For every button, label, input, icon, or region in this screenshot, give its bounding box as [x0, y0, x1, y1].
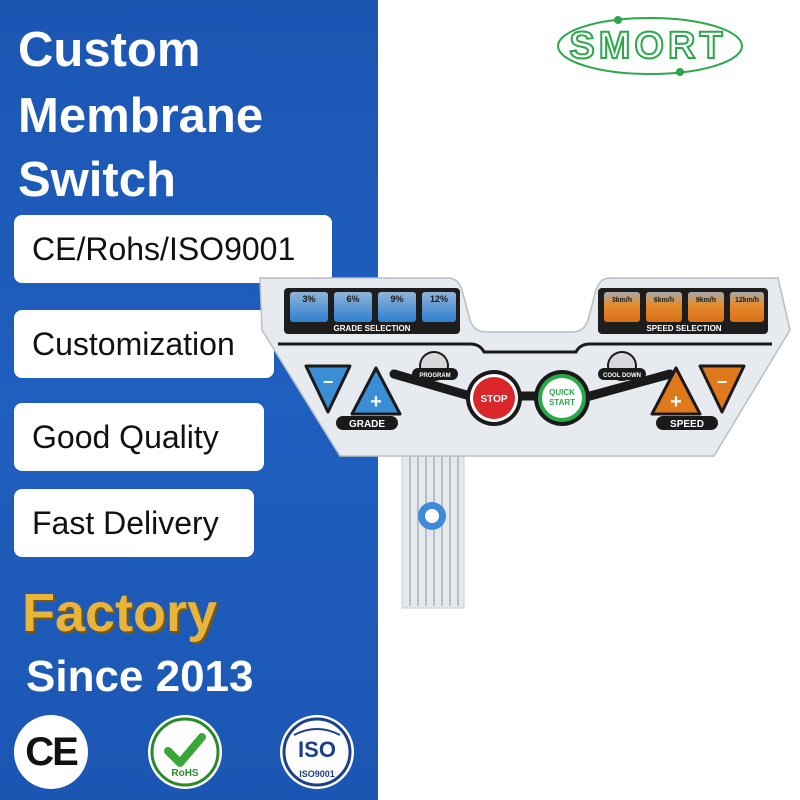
grade-key-label-6: 6% — [346, 294, 359, 304]
grade-key-3[interactable] — [290, 292, 328, 322]
speed-key-6[interactable] — [646, 292, 682, 322]
speed-selection-label: SPEED SELECTION — [646, 324, 721, 333]
plus-icon: + — [670, 391, 682, 413]
headline-line-2: Membrane — [18, 89, 264, 143]
grade-key-label-9: 9% — [390, 294, 403, 304]
feature-label: Fast Delivery — [32, 504, 219, 541]
minus-icon: − — [323, 372, 334, 392]
speed-key-label-6: 6km/h — [654, 297, 674, 304]
grade-key-label-3: 3% — [302, 294, 315, 304]
minus-icon: − — [717, 372, 728, 392]
grade-label: GRADE — [349, 419, 385, 430]
speed-key-9[interactable] — [688, 292, 724, 322]
grade-key-6[interactable] — [334, 292, 372, 322]
since-label: Since 2013 — [26, 652, 254, 701]
grade-key-group — [290, 292, 456, 322]
speed-key-label-3: 3km/h — [612, 297, 632, 304]
grade-down-button[interactable] — [304, 364, 352, 414]
grade-up-button[interactable] — [350, 366, 402, 416]
rohs-label: RoHS — [171, 768, 199, 779]
quick-label: QUICK — [549, 388, 575, 397]
feature-label: CE/Rohs/ISO9001 — [32, 230, 296, 267]
feature-pill-certs: CE/Rohs/ISO9001 — [14, 215, 332, 283]
grade-selection-label: GRADE SELECTION — [334, 324, 411, 333]
ce-mark: CE — [25, 729, 79, 774]
speed-key-12[interactable] — [730, 292, 764, 322]
smort-logo: SMORT — [548, 6, 748, 86]
speed-key-label-9: 9km/h — [696, 297, 716, 304]
speed-key-label-12: 12km/h — [735, 297, 759, 304]
feature-pill-customization: Customization — [14, 310, 274, 378]
feature-label: Customization — [32, 325, 235, 362]
iso-sub-label: ISO9001 — [299, 769, 335, 779]
speed-selection-frame — [598, 288, 768, 334]
speed-label: SPEED — [670, 419, 704, 430]
headline-line-3: Switch — [18, 153, 176, 207]
program-label: PROGRAM — [419, 373, 450, 379]
headline-line-1: Custom — [18, 23, 201, 77]
iso-label: ISO — [298, 737, 336, 762]
grade-key-label-12: 12% — [430, 294, 448, 304]
grade-key-12[interactable] — [422, 292, 456, 322]
plus-icon: + — [370, 391, 382, 413]
factory-label: Factory — [22, 583, 218, 643]
speed-down-button[interactable] — [698, 364, 746, 414]
rohs-badge: RoHS — [148, 715, 222, 789]
feature-label: Good Quality — [32, 418, 219, 455]
iso-badge: ISO ISO9001 — [280, 715, 354, 789]
stop-button[interactable] — [473, 377, 515, 419]
ce-badge: CE — [14, 715, 88, 789]
iso-globe-icon — [282, 717, 352, 787]
logo-text: SMORT — [569, 25, 726, 67]
rohs-check-icon — [150, 717, 220, 787]
quick-start-button[interactable] — [542, 378, 582, 418]
start-label: START — [549, 398, 575, 407]
speed-up-button[interactable] — [650, 366, 702, 416]
cool-down-label: COOL DOWN — [603, 373, 641, 379]
speed-key-3[interactable] — [604, 292, 640, 322]
feature-pill-quality: Good Quality — [14, 403, 264, 471]
feature-pill-delivery: Fast Delivery — [14, 489, 254, 557]
stop-label: STOP — [480, 394, 507, 405]
grade-key-9[interactable] — [378, 292, 416, 322]
